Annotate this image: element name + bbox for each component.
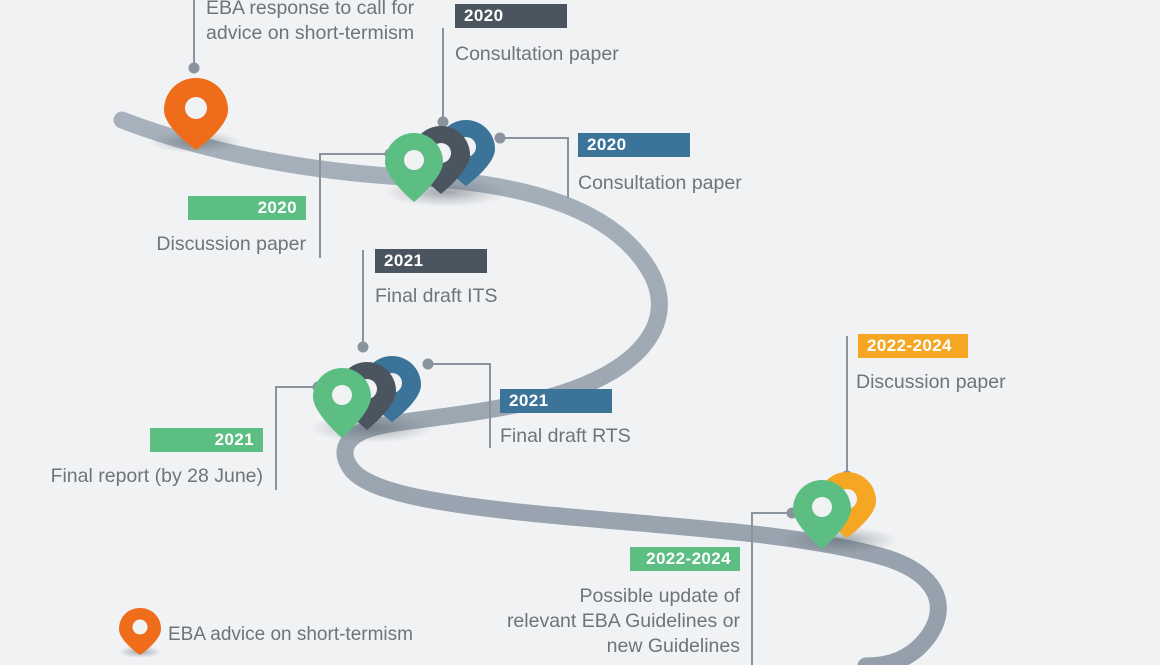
- pin-cluster-2021: [313, 356, 421, 438]
- connector-dot: [422, 358, 434, 370]
- connector-dot: [494, 132, 506, 144]
- badge-final-draft-rts: 2021: [500, 389, 612, 413]
- badge-final-draft-its: 2021: [375, 249, 487, 273]
- connector-dot: [437, 116, 449, 128]
- pin-cluster-2020: [385, 120, 495, 202]
- label-final-draft-its: Final draft ITS: [375, 285, 498, 307]
- label-possible-update: Possible update of relevant EBA Guidelin…: [506, 585, 740, 657]
- connector-consultation-blue: [500, 137, 569, 198]
- connector-dots: [188, 62, 853, 519]
- label-consultation-paper-blue: Consultation paper: [578, 172, 742, 194]
- badge-consultation-paper-blue: 2020: [578, 133, 690, 157]
- legend-pin-eba-advice: [119, 608, 161, 655]
- pin-eba-response: [164, 78, 228, 150]
- badge-discussion-paper-2020: 2020: [188, 196, 306, 220]
- label-final-draft-rts: Final draft RTS: [500, 425, 631, 447]
- label-discussion-paper-future: Discussion paper: [856, 371, 1006, 393]
- connector-dot: [357, 341, 369, 353]
- connector-discussion-2020: [319, 153, 390, 258]
- legend-label-eba-advice: EBA advice on short-termism: [168, 624, 413, 645]
- connector-final-draft-rts: [428, 363, 491, 448]
- connector-possible-update: [751, 512, 792, 665]
- connector-final-report: [275, 386, 318, 490]
- label-discussion-paper-2020: Discussion paper: [156, 233, 306, 255]
- badge-discussion-paper-future: 2022-2024: [858, 334, 968, 358]
- label-eba-response: EBA response to call for advice on short…: [206, 0, 415, 44]
- label-final-report: Final report (by 28 June): [50, 465, 263, 487]
- pin-cluster-2022-2024: [793, 472, 876, 549]
- badge-possible-update: 2022-2024: [630, 547, 740, 571]
- label-consultation-paper-dark: Consultation paper: [455, 43, 619, 65]
- connector-lines: [193, 0, 848, 665]
- badge-final-report: 2021: [150, 428, 263, 452]
- badge-consultation-paper-dark: 2020: [455, 4, 567, 28]
- connector-dot: [188, 62, 200, 74]
